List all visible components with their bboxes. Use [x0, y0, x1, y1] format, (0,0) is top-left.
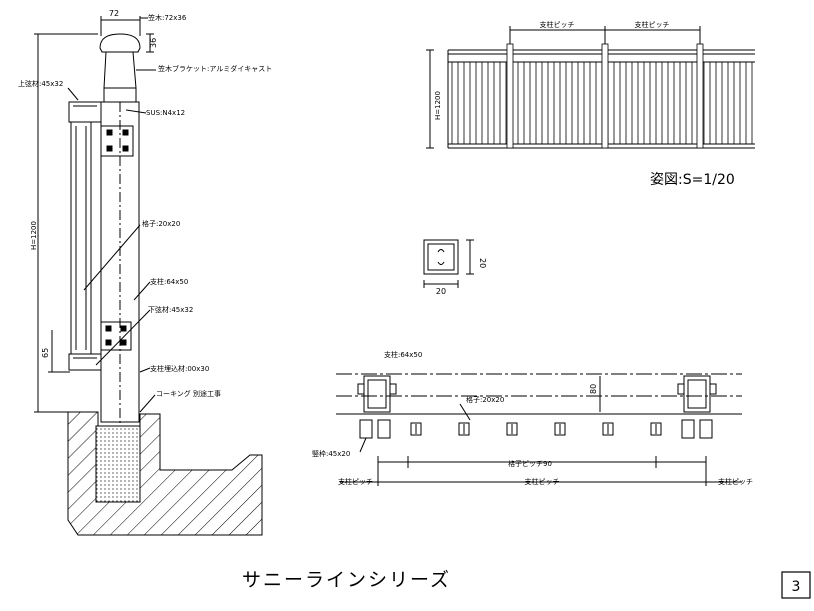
plan-baluster-pitch: 格子ピッチ90	[508, 459, 552, 468]
plan-pitch-center: 支柱ピッチ	[525, 477, 560, 486]
label-section-height: H=1200	[30, 221, 38, 250]
label-post-stop: 支柱埋込材:00x30	[150, 364, 209, 373]
elevation-post	[506, 43, 514, 149]
plan-balusters	[410, 422, 662, 436]
label-cap: 笠木:72x36	[148, 13, 187, 22]
elevation-view	[426, 26, 755, 149]
plan-label-frame: 竪枠:45x20	[312, 449, 350, 458]
plan-pitch-right: 支柱ピッチ	[718, 477, 753, 486]
label-top-rail: 上弦材:45x32	[18, 79, 63, 88]
page-number-box	[781, 571, 811, 599]
elevation-post	[696, 43, 704, 149]
label-caulking: コーキング 別途工事	[156, 389, 221, 398]
plan-view	[336, 373, 742, 486]
elevation-caption: 姿図:S=1/20	[650, 172, 735, 188]
baluster	[70, 121, 92, 355]
section-view	[34, 16, 263, 536]
bottom-rail	[68, 353, 102, 371]
elevation-pitch-1: 支柱ピッチ	[540, 20, 575, 29]
label-post: 支柱:64x50	[150, 277, 188, 286]
handrail-cap	[99, 33, 141, 53]
baluster-dim-h: 20	[478, 258, 487, 268]
plan-dim-80: 80	[589, 384, 598, 394]
plan-baluster-square	[506, 422, 518, 436]
plan-baluster-square	[602, 422, 614, 436]
baluster-section	[423, 239, 474, 288]
label-bracket: 笠木ブラケット:アルミダイキャスト	[158, 64, 272, 73]
plan-baluster-square	[650, 422, 662, 436]
label-baluster: 格子:20x20	[142, 219, 180, 228]
top-rail	[68, 101, 102, 123]
elevation-pitch-2: 支柱ピッチ	[635, 20, 670, 29]
dim-65: 65	[41, 348, 50, 358]
baluster-dim-w: 20	[436, 287, 446, 296]
elevation-balusters	[451, 43, 753, 149]
elevation-post	[601, 43, 609, 149]
dim-top-width: 72	[109, 9, 119, 18]
plan-label-baluster: 格子:20x20	[466, 395, 504, 404]
page-number: 3	[792, 579, 801, 595]
plan-baluster-square	[410, 422, 422, 436]
plan-baluster-square	[458, 422, 470, 436]
elevation-height: H=1200	[434, 91, 442, 120]
dim-top-height: 36	[149, 38, 158, 48]
label-screw: SUS:N4x12	[146, 109, 185, 117]
plan-label-post: 支柱:64x50	[384, 350, 422, 359]
label-bottom-rail: 下弦材:45x32	[148, 305, 193, 314]
plan-pitch-left: 支柱ピッチ	[338, 477, 373, 486]
plan-baluster-square	[554, 422, 566, 436]
series-title: サニーラインシリーズ	[242, 569, 451, 591]
